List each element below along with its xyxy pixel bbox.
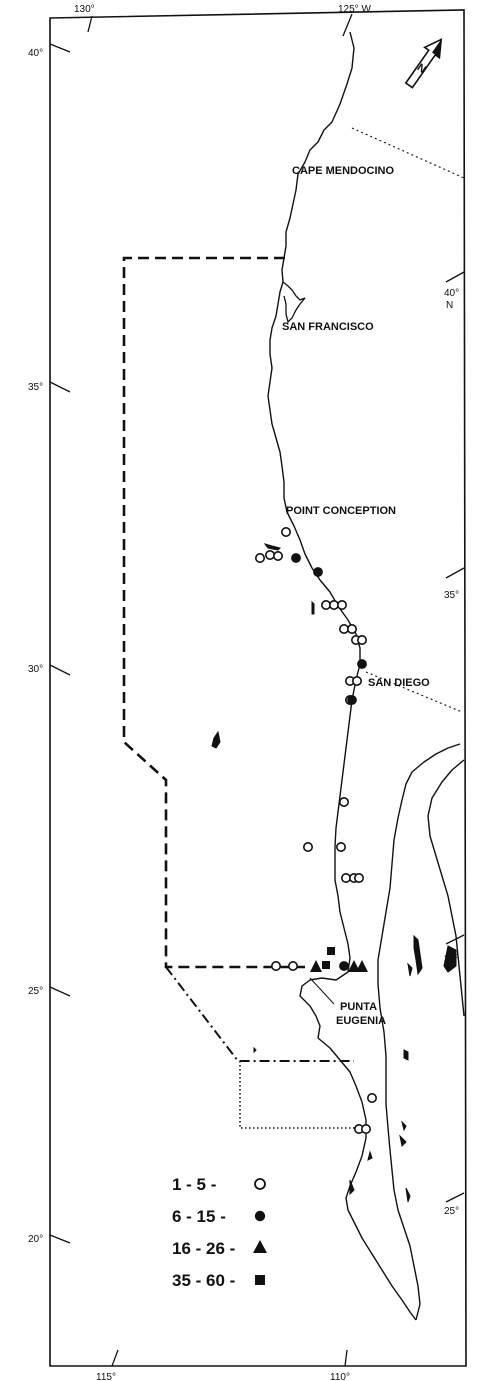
label-left-40: 40°: [28, 48, 43, 59]
label-125w: 125° W: [338, 4, 371, 15]
survey-boundary-dashed: [122, 256, 305, 969]
legend-filled-square-icon: [255, 1275, 265, 1285]
marker-open-circle: [328, 599, 339, 610]
legend-range-4: 35 - 60 -: [172, 1271, 235, 1290]
label-san-francisco: SAN FRANCISCO: [282, 321, 374, 333]
label-left-35: 35°: [28, 382, 43, 393]
marker-open-circle: [338, 623, 349, 634]
san-francisco-bay: [282, 281, 306, 324]
tick-right-25: [445, 1192, 465, 1203]
label-right-40: 40°: [444, 288, 459, 299]
legend-range-1: 1 - 5 -: [172, 1175, 216, 1194]
tick-right-35: [445, 567, 465, 579]
marker-filled-circle: [339, 961, 349, 971]
marker-filled-triangle: [310, 960, 322, 972]
marker-filled-triangle: [348, 960, 360, 972]
tick-top-125: [342, 13, 353, 37]
label-san-diego: SAN DIEGO: [368, 677, 430, 689]
marker-open-circle: [280, 526, 291, 537]
label-cape-mendocino: CAPE MENDOCINO: [292, 165, 395, 177]
marker-open-circle: [270, 960, 281, 971]
markers-filled-squares: [322, 947, 335, 969]
legend: 1 - 5 - 6 - 15 - 16 - 26 - 35 - 60 -: [172, 1175, 267, 1290]
marker-filled-square: [327, 947, 335, 955]
tick-bottom-115: [111, 1349, 119, 1367]
label-left-20: 20°: [28, 1234, 43, 1245]
marker-open-circle: [360, 1124, 371, 1135]
islands: [211, 543, 457, 1203]
marker-filled-circle: [313, 567, 323, 577]
tick-top-130: [87, 15, 93, 33]
map-frame: [49, 9, 467, 1367]
marker-open-circle: [255, 552, 266, 563]
marker-open-circle: [264, 549, 275, 560]
tick-bottom-110: [344, 1349, 348, 1367]
marker-open-circle: [356, 634, 367, 645]
survey-boundary-dashdot: [165, 966, 354, 1062]
label-punta: PUNTA: [340, 1001, 377, 1013]
label-right-35: 35°: [444, 590, 459, 601]
tick-left-35: [49, 381, 71, 393]
marker-open-circle: [338, 796, 349, 807]
marker-open-circle: [335, 841, 346, 852]
pacific-coastline: [267, 31, 417, 1321]
marker-open-circle: [353, 872, 364, 883]
survey-boundary-dotted: [239, 1061, 364, 1129]
punta-eugenia-leader: [309, 977, 335, 1005]
label-left-30: 30°: [28, 664, 43, 675]
label-right-n: N: [446, 300, 453, 311]
legend-filled-triangle-icon: [253, 1240, 267, 1253]
tick-left-40: [49, 43, 71, 53]
marker-open-circle: [272, 550, 283, 561]
marker-open-circle: [336, 599, 347, 610]
marker-filled-circle: [347, 695, 357, 705]
mexico-border-line: [365, 671, 463, 713]
marker-open-circle: [302, 841, 313, 852]
tick-left-20: [49, 1234, 71, 1244]
label-bottom-110: 110°: [330, 1372, 350, 1381]
marker-filled-square: [322, 961, 330, 969]
label-130: 130°: [74, 4, 95, 15]
markers-filled-circles: [291, 553, 367, 971]
label-right-25: 25°: [444, 1206, 459, 1217]
marker-open-circle: [287, 960, 298, 971]
mainland-mexico-coast: [427, 759, 465, 1017]
marker-open-circle: [320, 599, 331, 610]
tick-left-30: [49, 664, 71, 676]
label-eugenia: EUGENIA: [336, 1015, 386, 1027]
tick-right-40: [445, 271, 465, 283]
marker-open-circle: [340, 872, 351, 883]
marker-filled-circle: [357, 659, 367, 669]
label-bottom-115: 115°: [96, 1372, 116, 1381]
marker-filled-triangle: [356, 960, 368, 972]
marker-filled-circle: [291, 553, 301, 563]
tick-right-30: [445, 934, 465, 945]
marker-open-circle: [346, 623, 357, 634]
label-point-conception: POINT CONCEPTION: [286, 505, 396, 517]
label-left-25: 25°: [28, 986, 43, 997]
legend-range-3: 16 - 26 -: [172, 1239, 235, 1258]
marker-open-circle: [351, 675, 362, 686]
north-arrow-icon: [404, 38, 443, 89]
tick-left-25: [49, 986, 71, 997]
marker-open-circle: [366, 1093, 377, 1104]
legend-range-2: 6 - 15 -: [172, 1207, 226, 1226]
legend-open-circle-icon: [254, 1178, 266, 1190]
legend-filled-circle-icon: [254, 1210, 266, 1222]
markers-filled-triangles: [310, 960, 368, 972]
gulf-coastline: [377, 743, 461, 1321]
oregon-border-line: [351, 127, 465, 179]
markers-open-circles: [255, 526, 377, 1135]
